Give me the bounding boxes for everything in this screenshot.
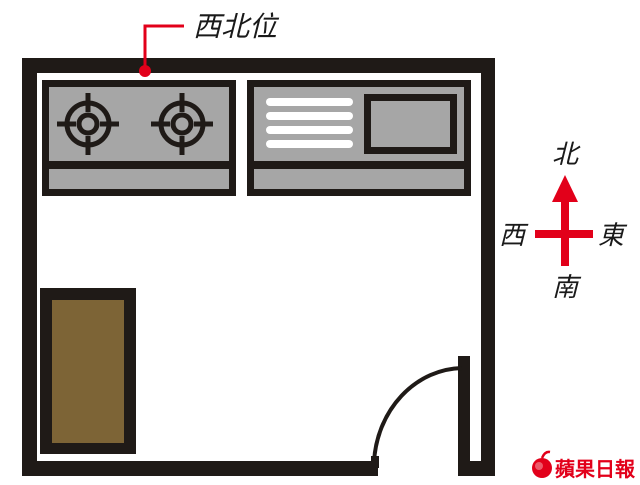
compass-south: 南 [552, 273, 582, 303]
northwest-marker [139, 65, 151, 77]
apple-logo-icon [532, 450, 552, 478]
watermark: 蘋果日報 [532, 450, 636, 481]
compass-east: 東 [598, 221, 628, 251]
northwest-callout: 西北位 [139, 10, 280, 77]
compass-arrow-icon [552, 175, 578, 202]
compass-west: 西 [499, 221, 529, 251]
stove-burner-icon [57, 93, 119, 155]
watermark-text: 蘋果日報 [555, 457, 636, 481]
compass-north: 北 [552, 140, 581, 170]
compass: 北 南 西 東 [499, 140, 628, 303]
sink-counter [247, 80, 471, 196]
drain-board [266, 98, 353, 148]
stove-burner-icon [151, 93, 213, 155]
callout-label: 西北位 [193, 10, 280, 43]
door [371, 356, 470, 468]
sink-basin [364, 94, 457, 154]
gas-stove [42, 80, 236, 196]
cabinet [40, 288, 136, 454]
